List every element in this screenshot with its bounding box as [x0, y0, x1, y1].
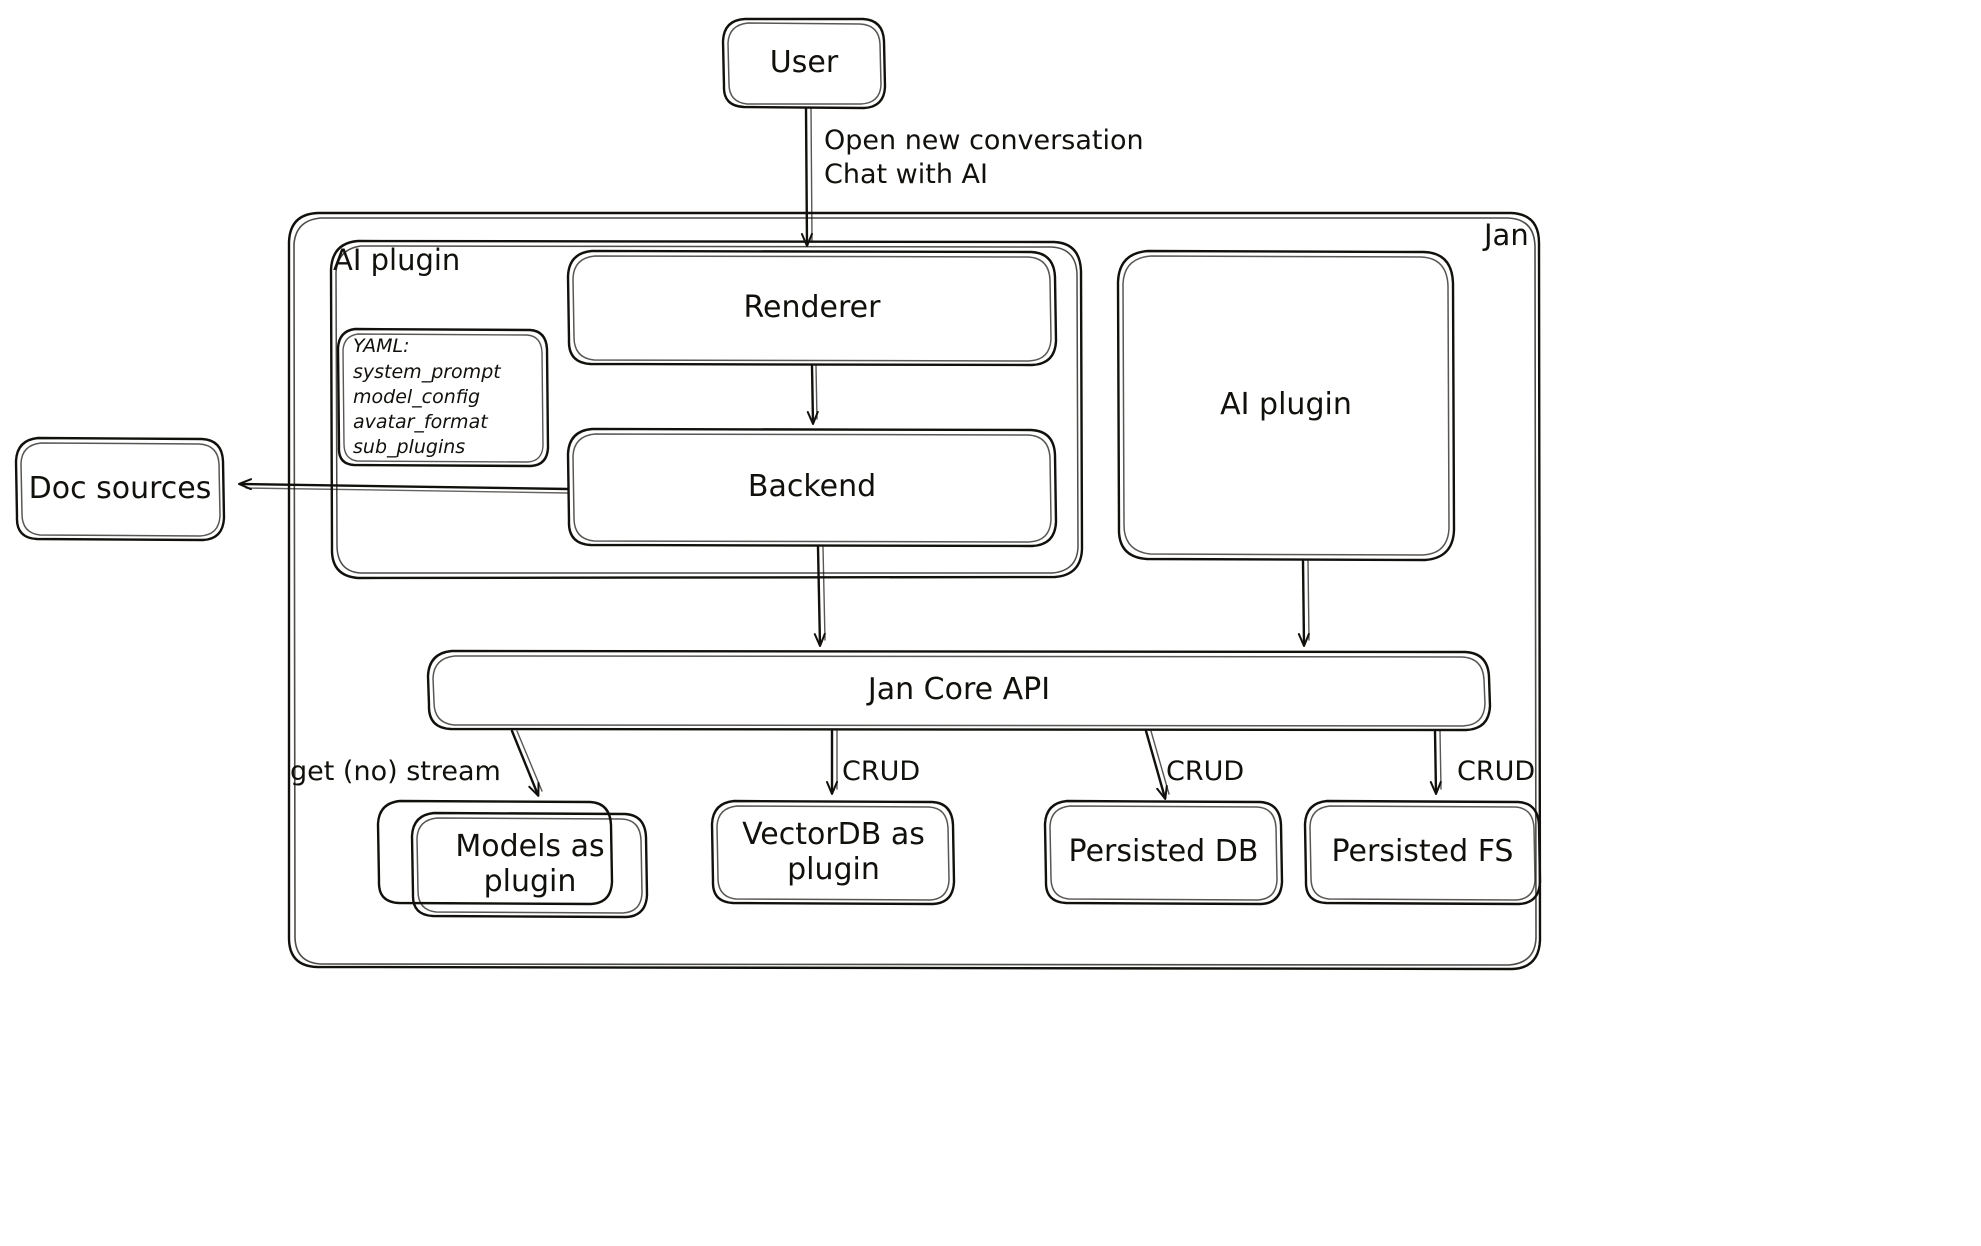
edge-label-user-to-renderer: Open new conversation Chat with AI — [824, 125, 1144, 190]
group-label-ai-plugin: AI plugin — [333, 243, 461, 277]
node-jan-core-api-border — [426, 649, 1492, 732]
node-persisted-db-border — [1043, 799, 1284, 906]
edge-backend-to-jan-core-api — [813, 545, 826, 647]
group-ai-plugin-border — [329, 239, 1084, 580]
yaml-note-line-0: YAML: — [353, 335, 410, 357]
edge-label-crud-persisted-fs: CRUD — [1457, 756, 1536, 787]
node-label-doc-sources: Doc sources — [28, 470, 212, 506]
node-label-backend: Backend — [747, 469, 877, 505]
node-label-persisted-db: Persisted DB — [1068, 834, 1259, 870]
node-label-user: User — [769, 45, 839, 81]
edge-jan-core-api-to-persisted-db — [1144, 729, 1170, 800]
node-label-jan-core-api: Jan Core API — [867, 672, 1051, 708]
yaml-note-line-3: avatar_format — [353, 411, 488, 433]
node-label-persisted-fs: Persisted FS — [1331, 834, 1514, 870]
yaml-note-line-4: sub_plugins — [353, 436, 466, 458]
node-ai-plugin-border — [1116, 249, 1456, 562]
edge-ai-plugin-to-jan-core-api — [1297, 559, 1310, 647]
node-persisted-fs-border — [1303, 799, 1542, 906]
edge-backend-to-doc-sources — [238, 478, 570, 494]
node-doc-sources-border — [14, 436, 226, 542]
node-renderer-border — [566, 249, 1058, 367]
edge-label-get-no-stream: get (no) stream — [290, 756, 501, 787]
node-label-renderer: Renderer — [743, 289, 881, 325]
node-backend-border — [566, 427, 1058, 548]
node-label-ai-plugin: AI plugin — [1220, 387, 1352, 423]
yaml-note-line-1: system_prompt — [353, 361, 501, 383]
node-user-border — [721, 17, 887, 110]
edge-user-to-renderer — [800, 106, 813, 247]
edge-label-crud-persisted-db: CRUD — [1166, 756, 1245, 787]
node-models-as-plugin-border — [410, 811, 649, 919]
edge-jan-core-api-to-models — [510, 729, 543, 797]
node-yaml-note-border — [336, 327, 550, 468]
edge-label-crud-vectordb: CRUD — [842, 756, 921, 787]
yaml-note-line-2: model_config — [353, 386, 481, 408]
edge-renderer-to-backend — [806, 364, 819, 425]
group-jan-border — [287, 211, 1542, 971]
node-label-models-as-plugin: Models as plugin — [455, 828, 605, 899]
edge-jan-core-api-to-persisted-fs — [1429, 729, 1442, 795]
group-label-jan: Jan — [1484, 218, 1529, 252]
edge-jan-core-api-to-vectordb — [826, 729, 838, 795]
node-vectordb-border — [710, 799, 956, 906]
node-label-vectordb-as-plugin: VectorDB as plugin — [742, 816, 925, 887]
